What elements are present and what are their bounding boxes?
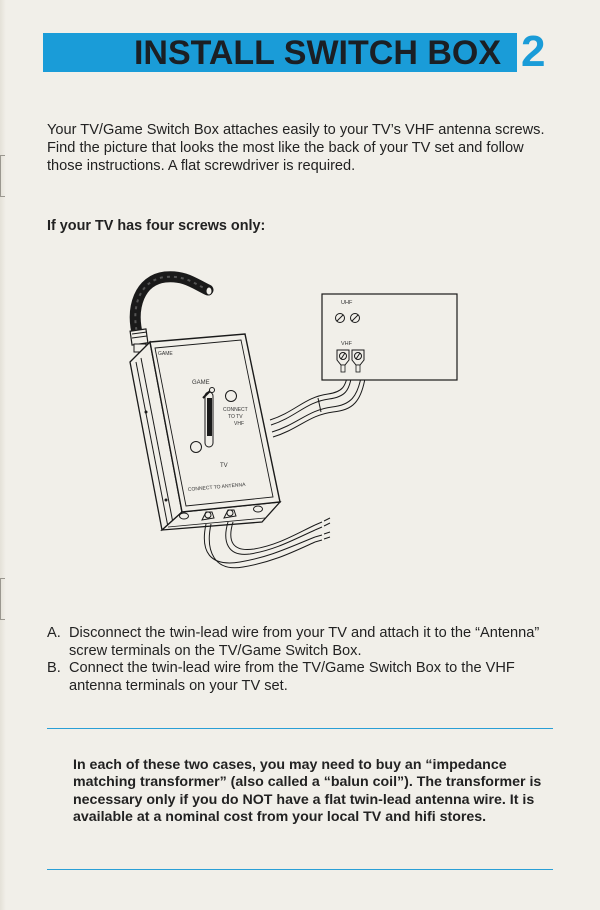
- step-number: 2: [521, 27, 546, 76]
- twin-lead-to-tv: [269, 371, 367, 438]
- illustration-svg: GAME GAME TV CONNECT TO TV VHF CONNECT T…: [129, 271, 458, 569]
- antenna-terminals: [201, 509, 237, 521]
- twin-lead-from-antenna: [203, 517, 331, 569]
- brand-label: GAME: [158, 351, 173, 357]
- switch-box: GAME GAME TV CONNECT TO TV VHF CONNECT T…: [129, 333, 282, 532]
- step-marker: B.: [47, 660, 61, 676]
- vhf-terminal-icon: [336, 349, 365, 373]
- section-subheading: If your TV has four screws only:: [47, 218, 266, 234]
- connect-tv-label-line3: VHF: [234, 421, 244, 427]
- title-banner: INSTALL SWITCH BOX: [43, 33, 517, 72]
- page-binding-edge: [0, 0, 6, 910]
- game-indicator-icon: [225, 390, 237, 402]
- slide-switch: [202, 387, 215, 448]
- step-text: Connect the twin-lead wire from the TV/G…: [69, 660, 515, 694]
- staple-top: [0, 155, 5, 197]
- step-item-a: A. Disconnect the twin-lead wire from yo…: [47, 625, 562, 660]
- tv-back-panel: UHF VHF: [321, 293, 458, 381]
- instruction-steps: A. Disconnect the twin-lead wire from yo…: [47, 625, 562, 695]
- divider-top: [47, 728, 553, 729]
- step-marker: A.: [47, 625, 61, 641]
- note-paragraph: In each of these two cases, you may need…: [73, 757, 542, 825]
- tv-position-label: TV: [220, 463, 228, 469]
- uhf-label: UHF: [341, 300, 353, 306]
- connect-tv-label-line2: TO TV: [228, 414, 243, 420]
- divider-bottom: [47, 869, 553, 870]
- page-title: INSTALL SWITCH BOX: [133, 33, 501, 72]
- intro-paragraph: Your TV/Game Switch Box attaches easily …: [47, 122, 545, 174]
- step-item-b: B. Connect the twin-lead wire from the T…: [47, 660, 562, 695]
- game-position-label: GAME: [192, 380, 210, 386]
- tv-indicator-icon: [190, 441, 202, 453]
- uhf-screw-icon: [335, 313, 360, 323]
- installation-illustration: GAME GAME TV CONNECT TO TV VHF CONNECT T…: [110, 262, 480, 612]
- vhf-label: VHF: [341, 341, 353, 347]
- step-text: Disconnect the twin-lead wire from your …: [69, 625, 540, 659]
- connect-antenna-label: CONNECT TO ANTENNA: [188, 482, 247, 493]
- staple-bottom: [0, 578, 5, 620]
- connect-tv-label-line1: CONNECT: [223, 407, 248, 413]
